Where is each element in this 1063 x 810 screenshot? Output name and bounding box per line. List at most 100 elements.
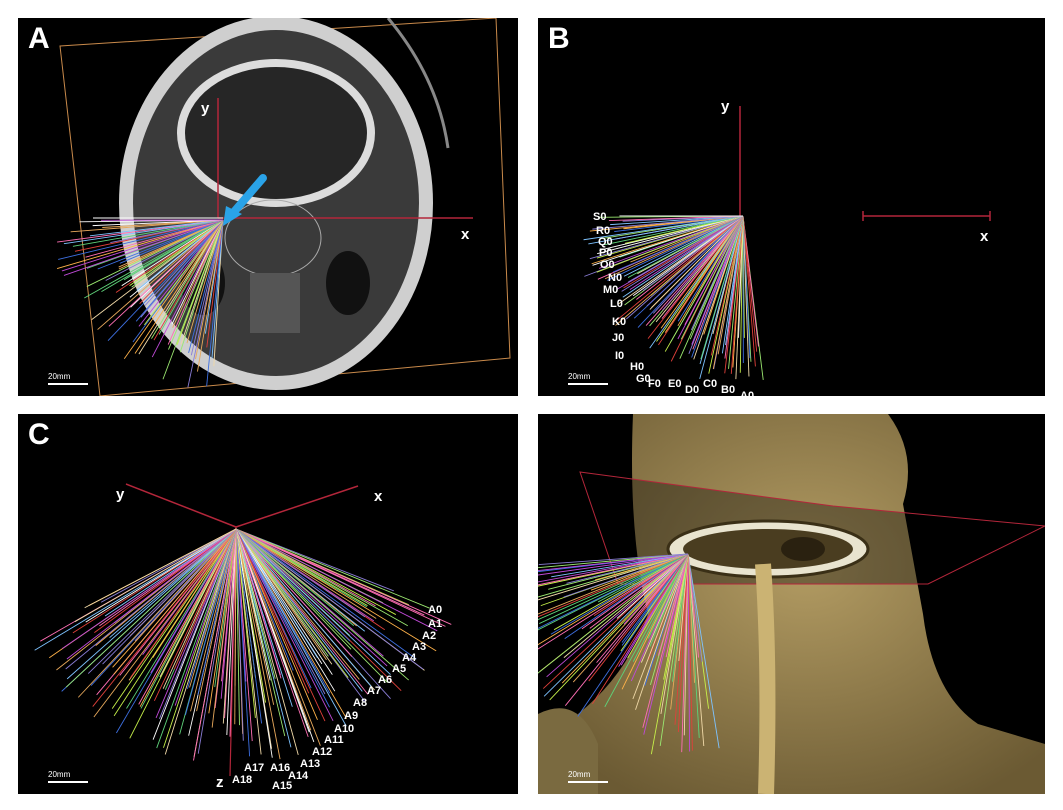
trajectory-line — [63, 219, 224, 276]
trajectory-line — [739, 215, 744, 373]
y-axis-label: y — [116, 486, 125, 503]
trajectory-line — [74, 528, 237, 623]
trajectory-line — [538, 553, 689, 601]
head-volume — [568, 414, 1045, 794]
trajectory-line — [677, 215, 744, 322]
trajectory-line — [604, 215, 744, 246]
trajectory-line — [235, 528, 349, 678]
trajectory-line — [235, 528, 275, 705]
trajectory-line — [235, 528, 347, 727]
trajectory-line — [589, 215, 744, 260]
trajectory-line — [677, 215, 744, 340]
trajectory-line — [618, 215, 744, 305]
panel-label: B — [548, 22, 570, 55]
trajectory-label: D0 — [685, 384, 700, 396]
trajectory-line — [234, 528, 237, 686]
trajectory-line — [153, 528, 237, 702]
trajectory-line — [671, 553, 689, 682]
trajectory-line — [538, 553, 689, 621]
trajectory-line — [121, 219, 224, 287]
trajectory-line — [136, 219, 224, 291]
trajectory-label: A18 — [232, 774, 253, 786]
scale-bar: 20mm — [48, 770, 88, 783]
trajectory-line — [538, 553, 689, 576]
trajectory-label: A0 — [428, 604, 443, 616]
trajectory-line — [677, 553, 689, 732]
trajectory-line — [563, 553, 689, 598]
trajectory-line — [549, 553, 689, 701]
trajectory-line — [566, 553, 689, 584]
trajectory-line — [105, 219, 224, 281]
trajectory-line — [632, 553, 689, 700]
trajectory-line — [84, 528, 237, 609]
trajectory-line — [627, 215, 744, 278]
trajectory-line — [538, 553, 689, 565]
panel-label: D — [548, 418, 570, 451]
trajectory-line — [583, 215, 744, 241]
trajectory-line — [538, 553, 689, 615]
trajectory-line — [77, 528, 237, 698]
trajectory-line — [690, 215, 744, 331]
trajectory-label: A15 — [272, 780, 293, 792]
trajectory-line — [235, 528, 352, 650]
trajectory-label: S0 — [593, 211, 607, 223]
trajectory-line — [235, 528, 353, 657]
trajectory-line — [93, 528, 237, 718]
trajectory-line — [235, 528, 437, 652]
trajectory-line — [139, 219, 224, 305]
trajectory-line — [61, 219, 224, 272]
trajectory-line — [97, 219, 224, 330]
trajectory-line — [126, 528, 237, 709]
scale-label: 20mm — [48, 770, 71, 779]
trajectory-line — [138, 219, 224, 327]
trajectory-line — [186, 219, 224, 344]
trajectory-line — [118, 219, 224, 268]
trajectory-line — [742, 215, 750, 377]
scale-label: 20mm — [568, 770, 591, 779]
x-axis-label: x — [374, 488, 383, 505]
trajectory-line — [235, 528, 377, 619]
trajectory-label: N0 — [608, 272, 623, 284]
trajectory-line — [235, 528, 321, 746]
trajectory-line — [222, 528, 237, 724]
trajectory-line — [687, 553, 693, 751]
trajectory-line — [235, 528, 251, 757]
nasal-region — [250, 273, 300, 333]
trajectory-line — [588, 215, 744, 245]
trajectory-label: R0 — [596, 225, 611, 237]
trajectory-line — [563, 553, 689, 658]
trajectory-line — [235, 528, 299, 755]
trajectory-line — [89, 219, 224, 237]
trajectory-line — [538, 553, 689, 586]
trajectory-line — [109, 528, 237, 639]
trajectory-label: A0 — [740, 390, 755, 396]
trajectory-line — [226, 528, 237, 736]
trajectory-line — [174, 528, 237, 706]
trajectory-line — [235, 528, 438, 632]
trajectory-line — [637, 215, 744, 328]
trajectory-line — [681, 553, 689, 753]
trajectory-line — [721, 215, 744, 354]
arrow-icon — [229, 174, 267, 217]
trajectory-line — [138, 528, 237, 705]
trajectory-line — [596, 553, 689, 663]
trajectory-line — [144, 219, 224, 326]
trajectory-line — [538, 553, 689, 629]
trajectory-label: J0 — [612, 332, 625, 344]
trajectory-line — [591, 215, 744, 265]
trajectory-label: B0 — [721, 384, 736, 396]
arrow-head-icon — [223, 206, 242, 226]
trajectory-label: A6 — [378, 674, 393, 686]
trajectory-line — [610, 215, 744, 226]
trajectory-line — [66, 528, 237, 680]
trajectory-line — [665, 553, 689, 658]
trajectory-line — [107, 219, 224, 341]
maxillary-sinus-right — [326, 251, 370, 315]
trajectory-line — [123, 219, 224, 359]
trajectory-line — [235, 528, 282, 679]
trajectory-line — [235, 528, 244, 741]
trajectory-line — [162, 219, 224, 380]
trajectory-label: P0 — [599, 247, 613, 259]
